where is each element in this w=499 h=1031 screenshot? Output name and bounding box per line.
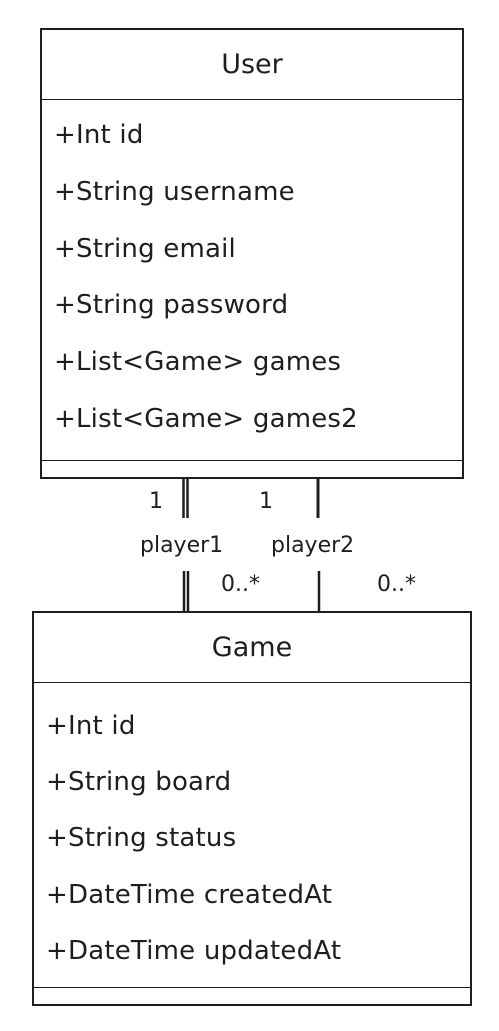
attribute-user-games: +List<Game> games (54, 347, 342, 378)
class-user-name: User (42, 30, 462, 100)
player2-source-multiplicity: 1 (259, 489, 273, 514)
player2-role-label: player2 (271, 533, 355, 558)
player2-target-multiplicity: 0..* (377, 572, 416, 597)
attribute-game-created-at: +DateTime createdAt (46, 879, 333, 910)
attribute-user-email: +String email (54, 233, 236, 264)
class-game-methods-divider (34, 987, 470, 988)
attribute-game-id: +Int id (46, 711, 136, 741)
class-game: Game +Int id +String board +String statu… (32, 611, 472, 1006)
player1-target-multiplicity: 0..* (221, 572, 260, 597)
attribute-game-board: +String board (46, 767, 232, 798)
class-game-name: Game (34, 613, 470, 683)
class-user: User +Int id +String username +String em… (40, 28, 464, 479)
class-user-methods-divider (42, 460, 462, 461)
attribute-user-games2: +List<Game> games2 (54, 403, 358, 434)
attribute-game-status: +String status (46, 823, 237, 854)
association-player1-line (182, 479, 190, 611)
attribute-user-id: +Int id (54, 120, 144, 150)
player1-source-multiplicity: 1 (149, 489, 163, 514)
attribute-user-username: +String username (54, 176, 295, 207)
class-game-attributes: +Int id +String board +String status +Da… (46, 698, 470, 979)
player1-role-label: player1 (140, 533, 224, 558)
attribute-game-updated-at: +DateTime updatedAt (46, 935, 342, 966)
association-player2-line (316, 479, 321, 611)
attribute-user-password: +String password (54, 290, 289, 321)
class-user-attributes: +Int id +String username +String email +… (54, 107, 462, 448)
